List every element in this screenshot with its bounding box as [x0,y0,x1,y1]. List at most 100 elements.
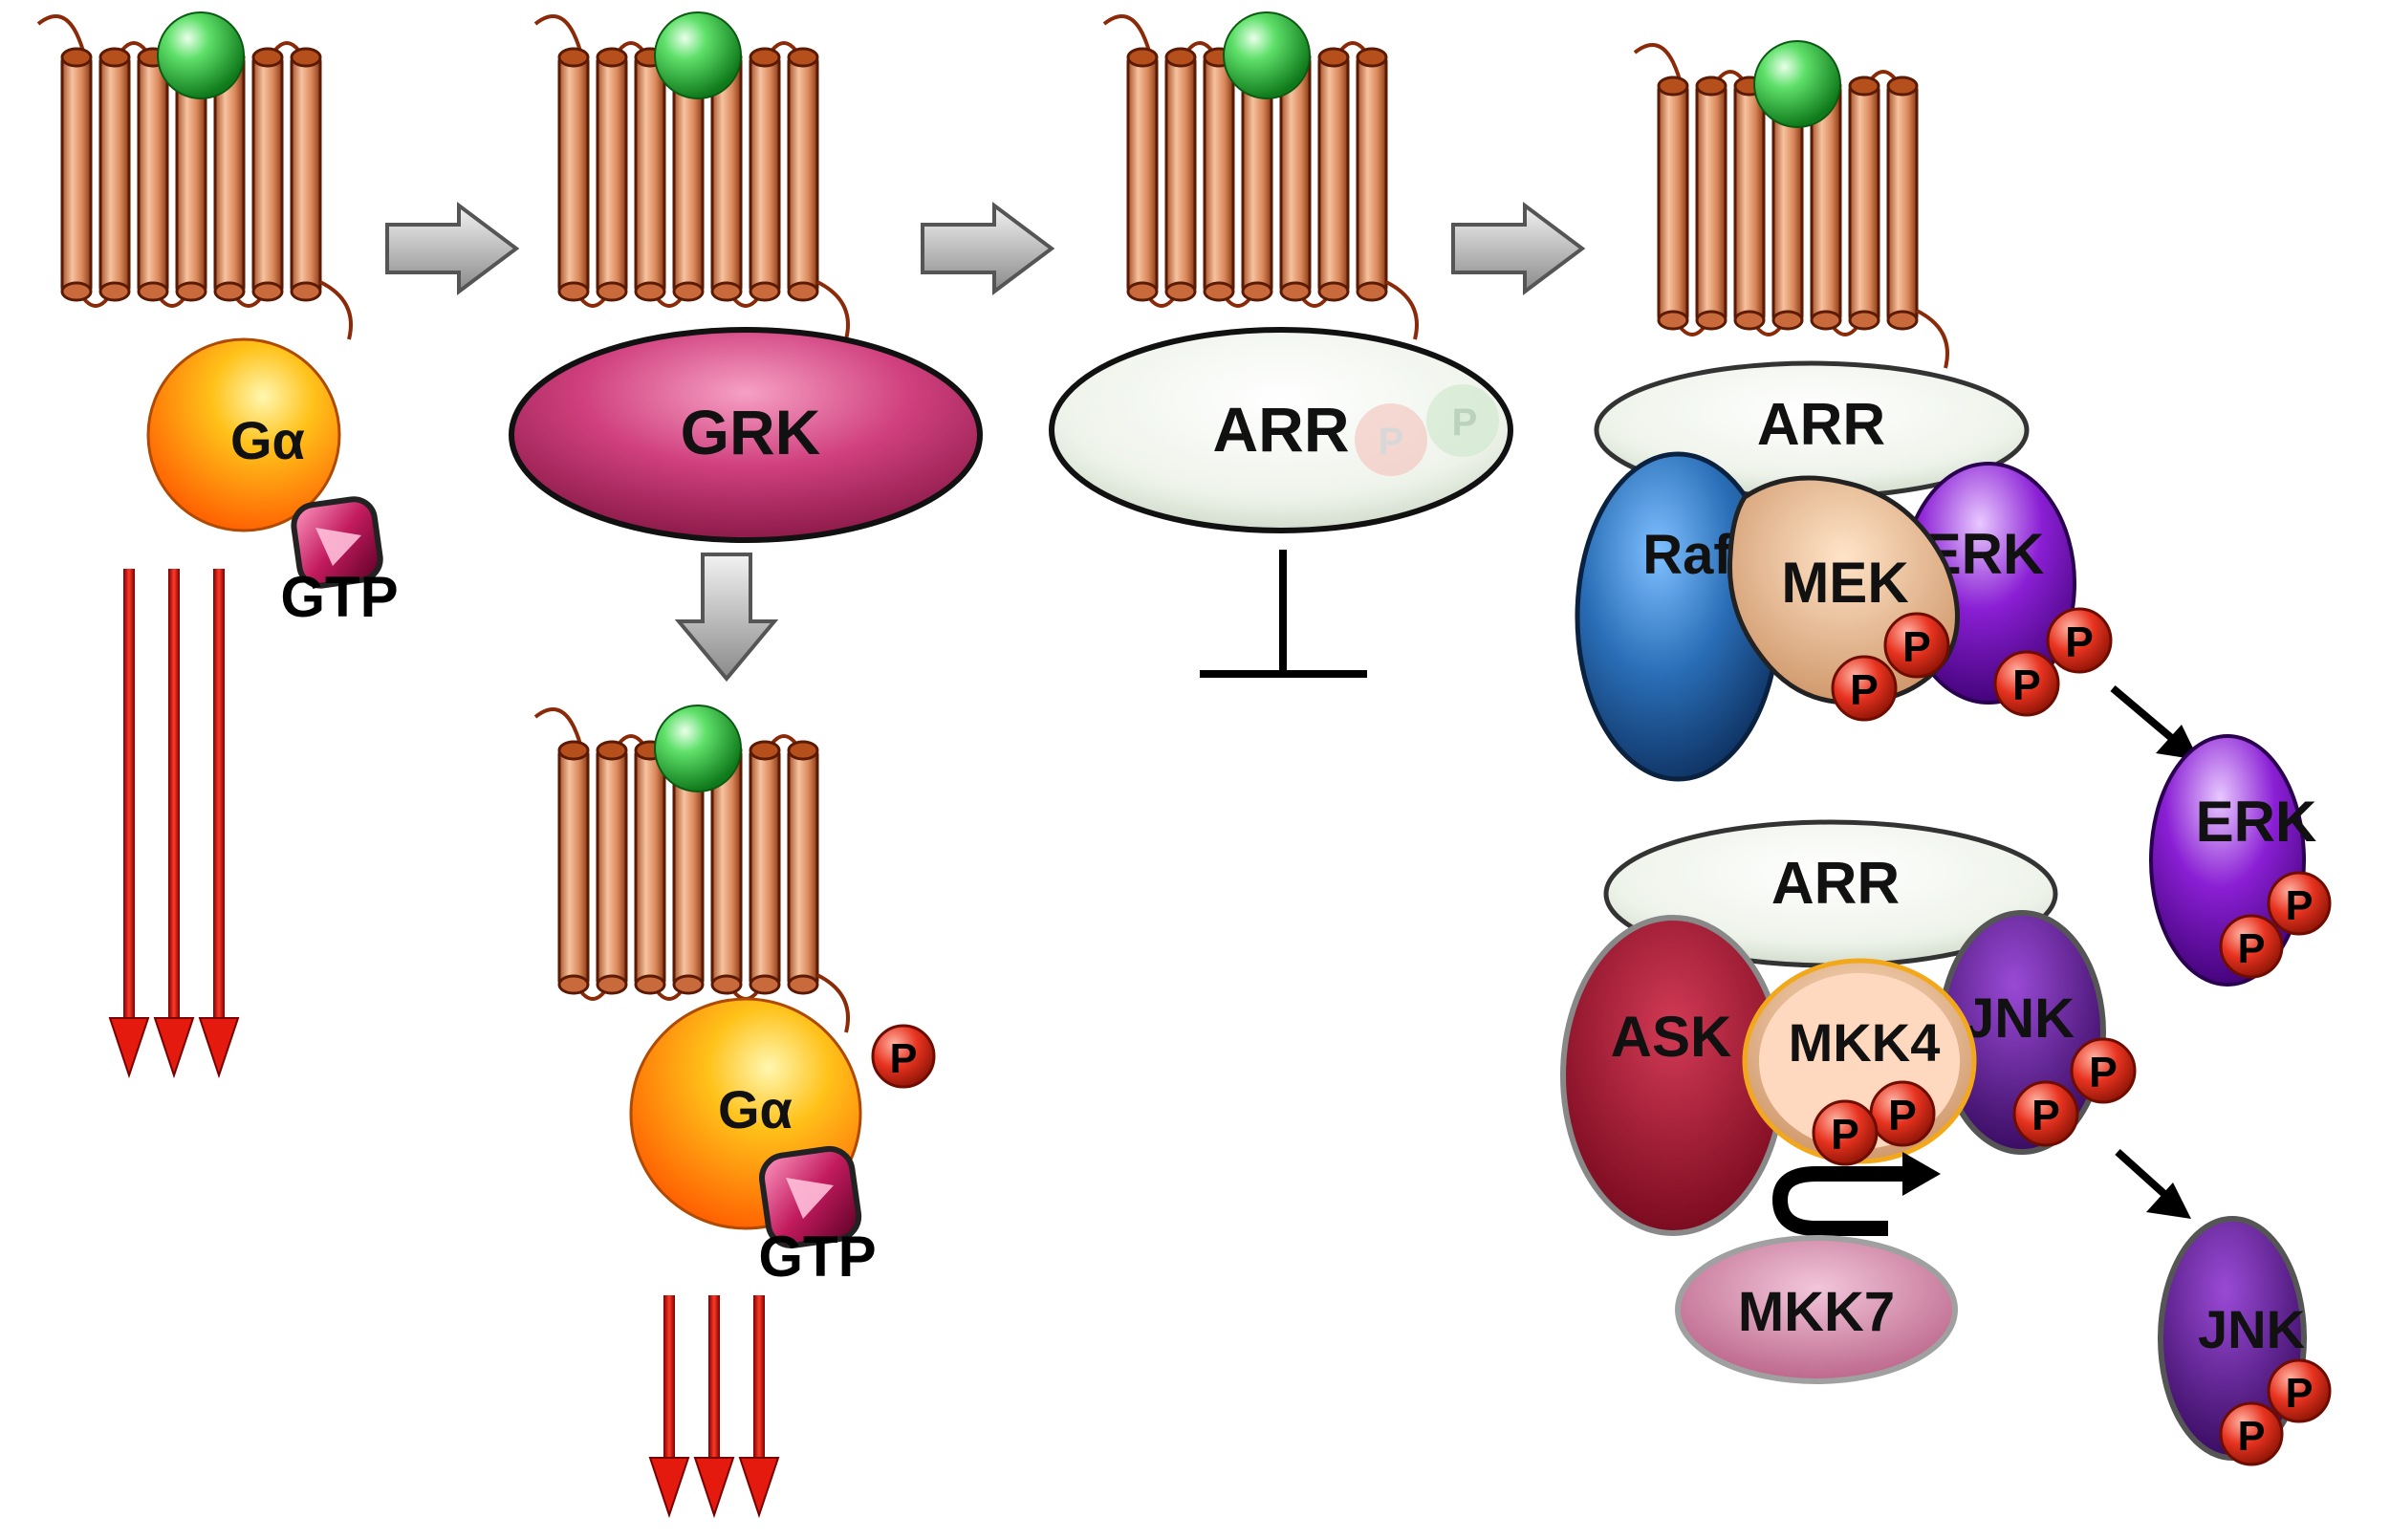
phospho-jnk-2: P [2012,1080,2079,1147]
arr-label-4: ARR [1757,392,1885,458]
ligand-sphere-icon [157,11,245,99]
helix [60,47,93,302]
red-signal-arrow-icon [738,1295,780,1519]
mkk4-label: MKK4 [1789,1012,1941,1073]
helix [557,47,590,302]
receptor-3 [1102,11,1419,340]
gtp-label-2: GTP [758,1225,876,1289]
arrestin-3: P P ARR [1049,327,1513,533]
helix [137,47,169,302]
phospho-label: P [2089,1050,2118,1096]
g-alpha-label-2: Gα [718,1079,793,1139]
mkk7-protein: MKK7 [1675,1235,1958,1384]
mek-label: MEK [1781,551,1908,615]
grk-label: GRK [681,397,821,467]
helix [98,47,131,302]
phospho-label: P [2238,926,2266,972]
erk-label-free: ERK [2196,790,2317,854]
helix [672,740,705,995]
receptor-4 [1633,40,1949,369]
helix [1356,47,1388,302]
jnk-label-bound: JNK [1964,987,2075,1050]
helix [1317,47,1350,302]
phospho-label: P [1888,1093,1917,1139]
phospho-jnk-free-1: P [2267,1358,2332,1423]
arr-label-3: ARR [1213,394,1350,465]
grk-protein: GRK [509,327,983,543]
helix [1203,47,1235,302]
phospho-label: P [1850,667,1879,714]
helix [1848,76,1880,331]
helix [1695,76,1727,331]
phospho-mek-2: P [1831,655,1898,722]
ligand-sphere-icon [654,705,742,792]
gtp-1: GTP [280,496,399,629]
phospho-mek-1: P [1883,612,1950,679]
red-signal-arrow-icon [153,569,195,1079]
receptor-1 [36,11,353,340]
helix [749,47,781,302]
phospho-label: P [2286,883,2314,929]
ghost-p-2: P [1452,401,1478,444]
step-arrow-3 [1451,202,1586,295]
mkk7-label: MKK7 [1738,1281,1895,1343]
helix [251,47,284,302]
helix [634,47,666,302]
helix [596,740,628,995]
helix [1126,47,1159,302]
helix [290,47,322,302]
inhibition-bar [1200,550,1367,678]
g-alpha-protein-1: Gα [146,337,341,532]
activation-arrow-jnk [2115,1149,2191,1219]
phospho-label: P [2032,1093,2060,1139]
helix [1657,76,1689,331]
g-alpha-label-1: Gα [230,410,305,470]
phospho-erk-free-1: P [2267,871,2332,936]
helix [557,740,590,995]
signal-arrows-1 [108,569,240,1079]
phospho-jnk-free-2: P [2219,1401,2284,1466]
phospho-label: P [890,1036,918,1082]
phospho-label: P [1902,624,1931,671]
receptor-2 [533,11,850,340]
signal-arrows-2 [648,1295,780,1519]
phospho-label: P [1831,1112,1859,1159]
raf-label: Raf [1642,524,1732,586]
phospho-erk-1: P [2046,607,2113,674]
phospho-label: P [2065,619,2094,666]
red-signal-arrow-icon [648,1295,690,1519]
gtp-label-1: GTP [280,565,398,629]
ligand-sphere-icon [654,11,742,99]
ghost-p-1: P [1379,421,1404,463]
helix [634,740,666,995]
ligand-sphere-icon [1223,11,1311,99]
step-arrow-down [674,553,779,683]
helix [1164,47,1197,302]
helix [787,740,819,995]
activation-arrow-erk [2110,684,2199,760]
step-arrow-2 [921,202,1055,295]
phospho-erk-2: P [1993,650,2060,717]
helix [749,740,781,995]
gtp-2: GTP [758,1145,877,1289]
step-arrow-1 [385,202,520,295]
u-turn-arrow-icon [1771,1152,1941,1236]
helix [1886,76,1919,331]
helix [596,47,628,302]
helix [787,47,819,302]
phospho-label: P [2238,1414,2266,1460]
red-signal-arrow-icon [693,1295,735,1519]
phospho-g-alpha: P [871,1024,936,1089]
phospho-label: P [2012,662,2041,709]
jnk-label-free: JNK [2198,1299,2305,1359]
phospho-jnk-1: P [2070,1037,2137,1104]
red-signal-arrow-icon [198,569,240,1079]
phospho-label: P [2286,1371,2314,1417]
phospho-mkk4-1: P [1869,1080,1936,1147]
phospho-erk-free-2: P [2219,914,2284,979]
ligand-sphere-icon [1753,40,1841,128]
helix [1733,76,1766,331]
helix [1810,76,1842,331]
